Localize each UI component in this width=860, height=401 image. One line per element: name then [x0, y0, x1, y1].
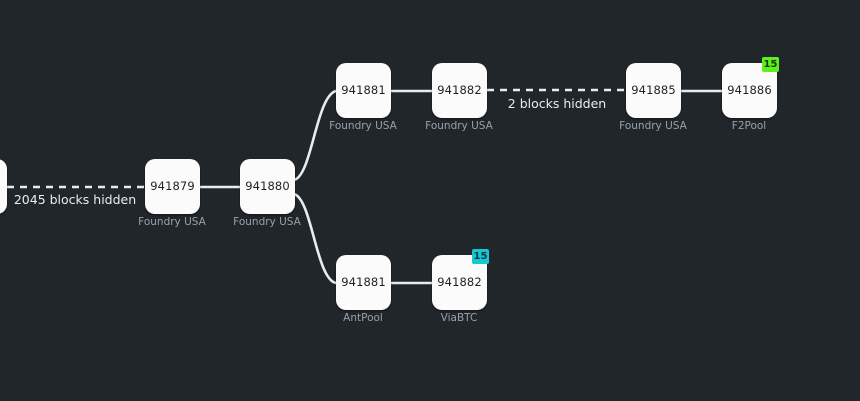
block-height-label: 941880	[245, 178, 290, 193]
block-941881-bottom[interactable]: 941881	[336, 255, 391, 310]
block-partial-left[interactable]	[0, 159, 7, 214]
block-height-label: 941882	[437, 274, 482, 289]
pool-label-941885: Foundry USA	[619, 120, 687, 132]
hidden-blocks-label-2: 2 blocks hidden	[507, 96, 607, 111]
block-941882-top[interactable]: 941882	[432, 63, 487, 118]
pool-label-941879: Foundry USA	[138, 216, 206, 228]
pool-label-941881-top: Foundry USA	[329, 120, 397, 132]
block-941886[interactable]: 941886	[722, 63, 777, 118]
block-941879[interactable]: 941879	[145, 159, 200, 214]
block-941881-top[interactable]: 941881	[336, 63, 391, 118]
badge-confirmations-941886[interactable]: 15	[762, 57, 779, 72]
block-941880[interactable]: 941880	[240, 159, 295, 214]
hidden-blocks-label-2045: 2045 blocks hidden	[13, 192, 137, 207]
edge-941880-941881-top	[292, 89, 338, 182]
block-height-label: 941881	[341, 82, 386, 97]
block-height-label: 941886	[727, 82, 772, 97]
pool-label-941882-bottom: ViaBTC	[440, 312, 478, 324]
pool-label-941880: Foundry USA	[233, 216, 301, 228]
block-height-label: 941881	[341, 274, 386, 289]
pool-label-941886: F2Pool	[731, 120, 767, 132]
pool-label-941881-bottom: AntPool	[343, 312, 383, 324]
block-941882-bottom[interactable]: 941882	[432, 255, 487, 310]
block-height-label: 941885	[631, 82, 676, 97]
badge-confirmations-941882-bottom[interactable]: 15	[472, 249, 489, 264]
pool-label-941882-top: Foundry USA	[425, 120, 493, 132]
block-941885[interactable]: 941885	[626, 63, 681, 118]
edge-941880-941881-bottom	[292, 192, 338, 285]
block-height-label: 941882	[437, 82, 482, 97]
block-height-label: 941879	[150, 178, 195, 193]
